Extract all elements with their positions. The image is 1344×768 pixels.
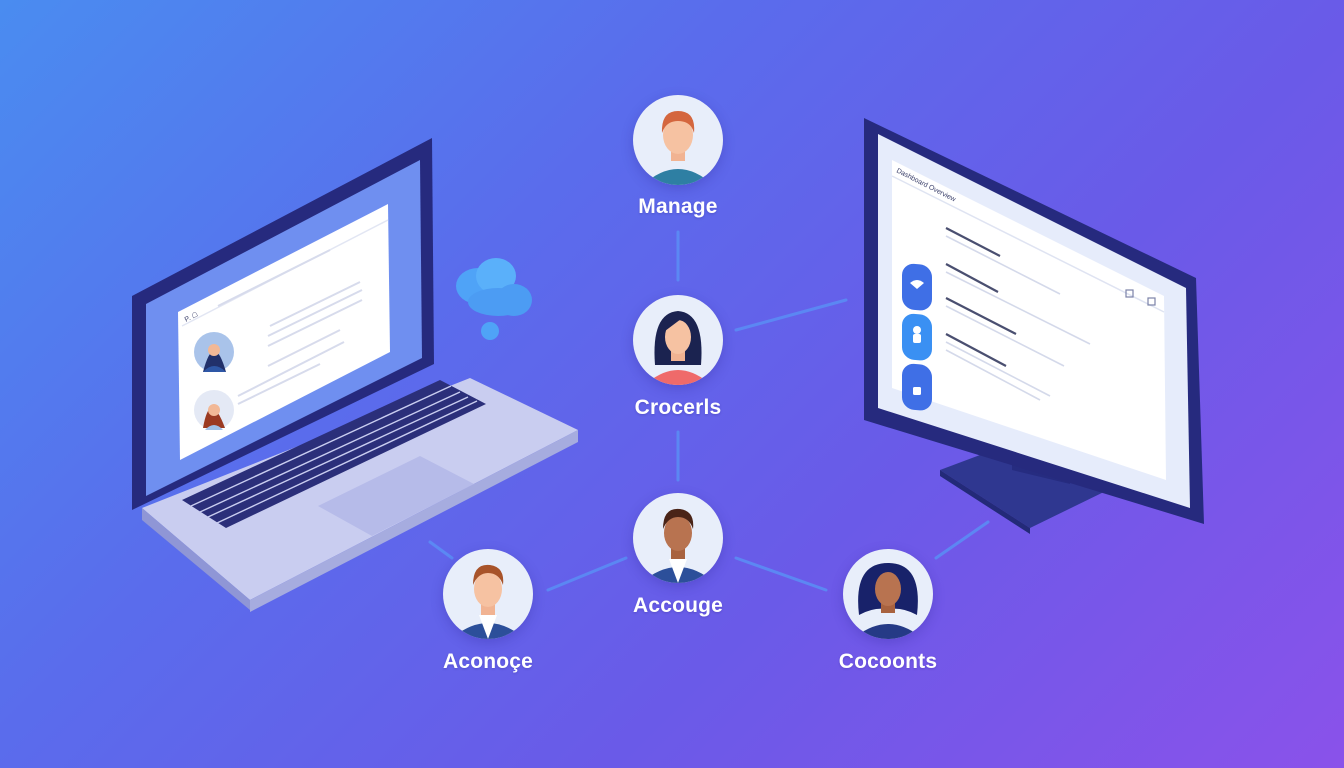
avatar-crocerls[interactable] xyxy=(633,295,723,385)
edge-aconoce-laptop xyxy=(428,540,454,560)
person-icon xyxy=(645,311,711,385)
avatar-cocoonts[interactable] xyxy=(843,549,933,639)
person-icon xyxy=(853,563,923,639)
copy-icon xyxy=(1125,289,1134,298)
node-label-crocerls: Crocerls xyxy=(634,396,722,419)
edge-crocerls-monitor xyxy=(734,298,848,332)
avatar-aconoce[interactable] xyxy=(443,549,533,639)
avatar-accouge[interactable] xyxy=(633,493,723,583)
node-label-manage: Manage xyxy=(638,195,718,218)
edge-cocoonts-monitor xyxy=(934,520,990,560)
settings-icon xyxy=(1147,297,1156,306)
edge-accouge-cocoonts xyxy=(734,556,828,592)
node-label-cocoonts: Cocoonts xyxy=(838,650,938,673)
node-label-accouge: Accouge xyxy=(632,594,724,617)
person-icon xyxy=(451,564,525,639)
person-icon xyxy=(641,508,715,583)
person-icon xyxy=(643,111,713,185)
node-label-aconoce: Aconoçe xyxy=(442,650,534,673)
edge-accouge-aconoce xyxy=(546,556,628,592)
avatar-manage[interactable] xyxy=(633,95,723,185)
